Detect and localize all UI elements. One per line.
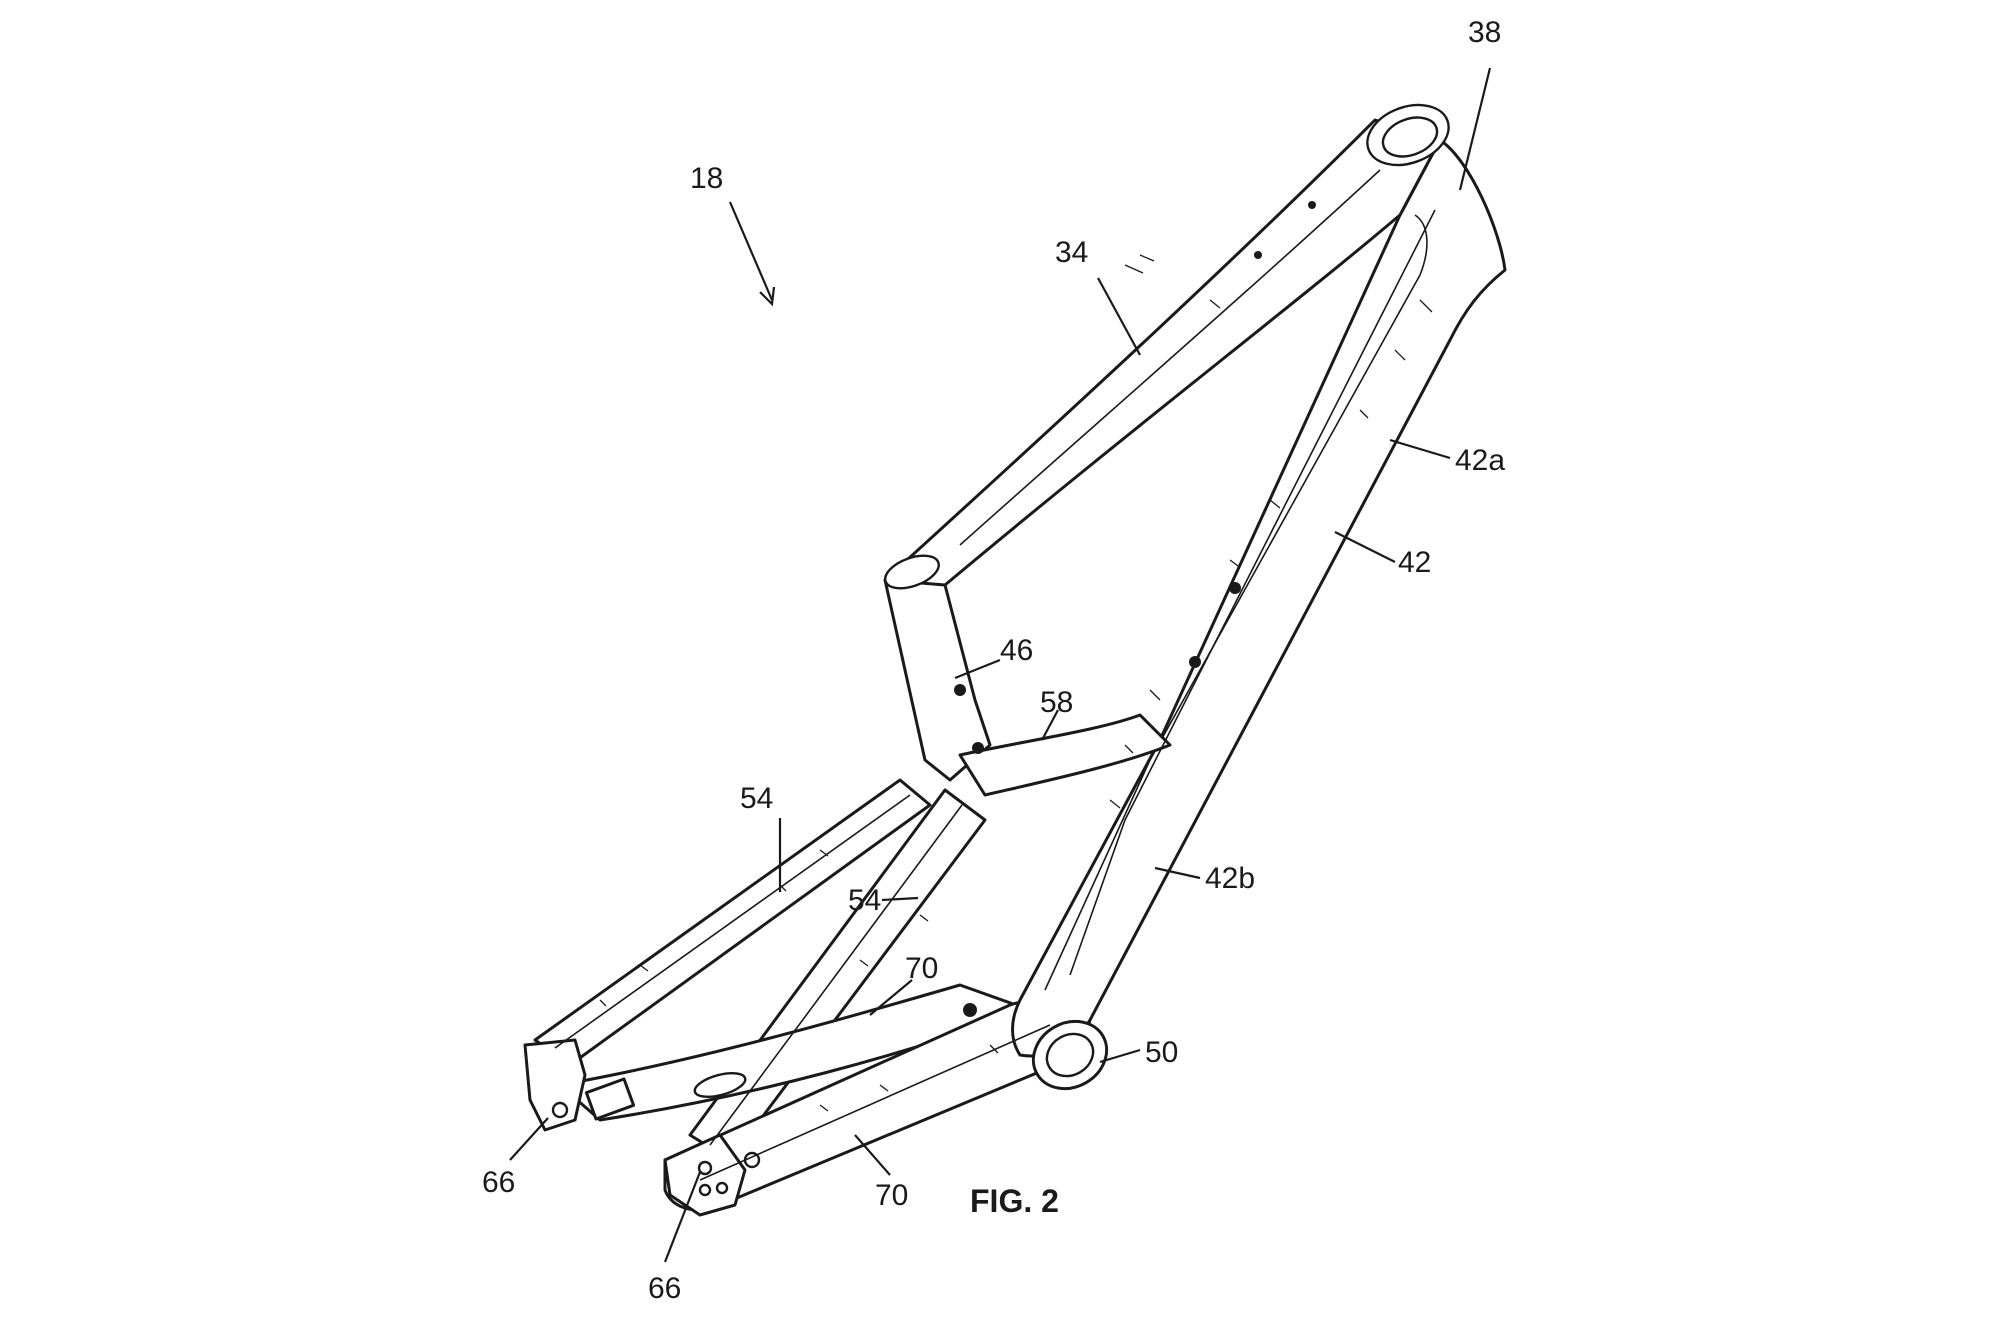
leader-54b <box>881 896 919 902</box>
label-70a: 70 <box>905 952 938 985</box>
seat-tube <box>883 578 992 782</box>
seat-stay-left-contour <box>554 794 911 1049</box>
dropout-left-slot <box>693 1072 747 1098</box>
down-tube <box>1011 138 1507 1058</box>
leader-18 <box>728 201 774 301</box>
label-46: 46 <box>1000 634 1033 667</box>
down-tube-bolt-2 <box>1189 656 1201 668</box>
top-tube-contour <box>959 169 1381 546</box>
leader-46 <box>954 658 1001 680</box>
label-54a: 54 <box>740 782 773 815</box>
seat-tube-bolt-1 <box>954 684 966 696</box>
leader-lines <box>509 67 1492 1263</box>
leader-50 <box>1099 1048 1141 1064</box>
dropout-left-hardware <box>584 1077 636 1121</box>
label-42: 42 <box>1398 546 1431 579</box>
bottom-bracket-bore <box>1045 1032 1095 1078</box>
hatch-marks <box>599 254 1433 1112</box>
reference-labels: 18 38 34 42a 42 46 58 54 54 42b 70 50 70… <box>482 16 1505 1305</box>
leader-66a <box>509 1117 549 1161</box>
leader-34 <box>1097 277 1141 356</box>
dropout-right-hole-2 <box>698 1183 712 1197</box>
down-tube-inner-edge <box>1044 214 1428 991</box>
label-42a: 42a <box>1455 444 1505 477</box>
label-66b: 66 <box>648 1272 681 1305</box>
label-54b: 54 <box>848 884 881 917</box>
frame-body <box>523 103 1507 1217</box>
dropout-right-hole-1 <box>697 1160 713 1176</box>
label-18: 18 <box>690 162 723 195</box>
leader-42a <box>1389 438 1451 460</box>
leader-66b <box>663 1171 702 1263</box>
dropout-left-hole <box>551 1101 569 1119</box>
dropout-left <box>523 1038 587 1132</box>
seat-tube-opening <box>884 554 940 590</box>
leader-38 <box>1458 67 1492 191</box>
head-tube-bore <box>1381 116 1439 158</box>
down-tube-contour <box>1069 209 1436 976</box>
label-34: 34 <box>1055 236 1088 269</box>
top-tube-bolt-1 <box>1308 201 1316 209</box>
seat-tube-bolt-2 <box>972 742 984 754</box>
down-tube-bolt-1 <box>1229 582 1241 594</box>
label-42b: 42b <box>1205 862 1255 895</box>
chain-stay-contour <box>699 1024 1051 1181</box>
figure-caption: FIG. 2 <box>970 1183 1059 1219</box>
chain-stay-bolt <box>963 1003 977 1017</box>
label-50: 50 <box>1145 1036 1178 1069</box>
leader-70a <box>869 979 913 1016</box>
dropout-right-hole-3 <box>715 1181 729 1195</box>
leader-58 <box>1041 709 1059 741</box>
leader-42 <box>1334 531 1396 563</box>
label-66a: 66 <box>482 1166 515 1199</box>
top-tube-bolt-2 <box>1254 251 1262 259</box>
label-58: 58 <box>1040 686 1073 719</box>
arrow-18 <box>759 286 776 307</box>
label-70b: 70 <box>875 1179 908 1212</box>
leader-42b <box>1154 866 1201 880</box>
label-38: 38 <box>1468 16 1501 49</box>
link-tube <box>958 713 1172 797</box>
leader-70b <box>854 1134 891 1176</box>
seat-stay-right-contour <box>709 804 963 1146</box>
